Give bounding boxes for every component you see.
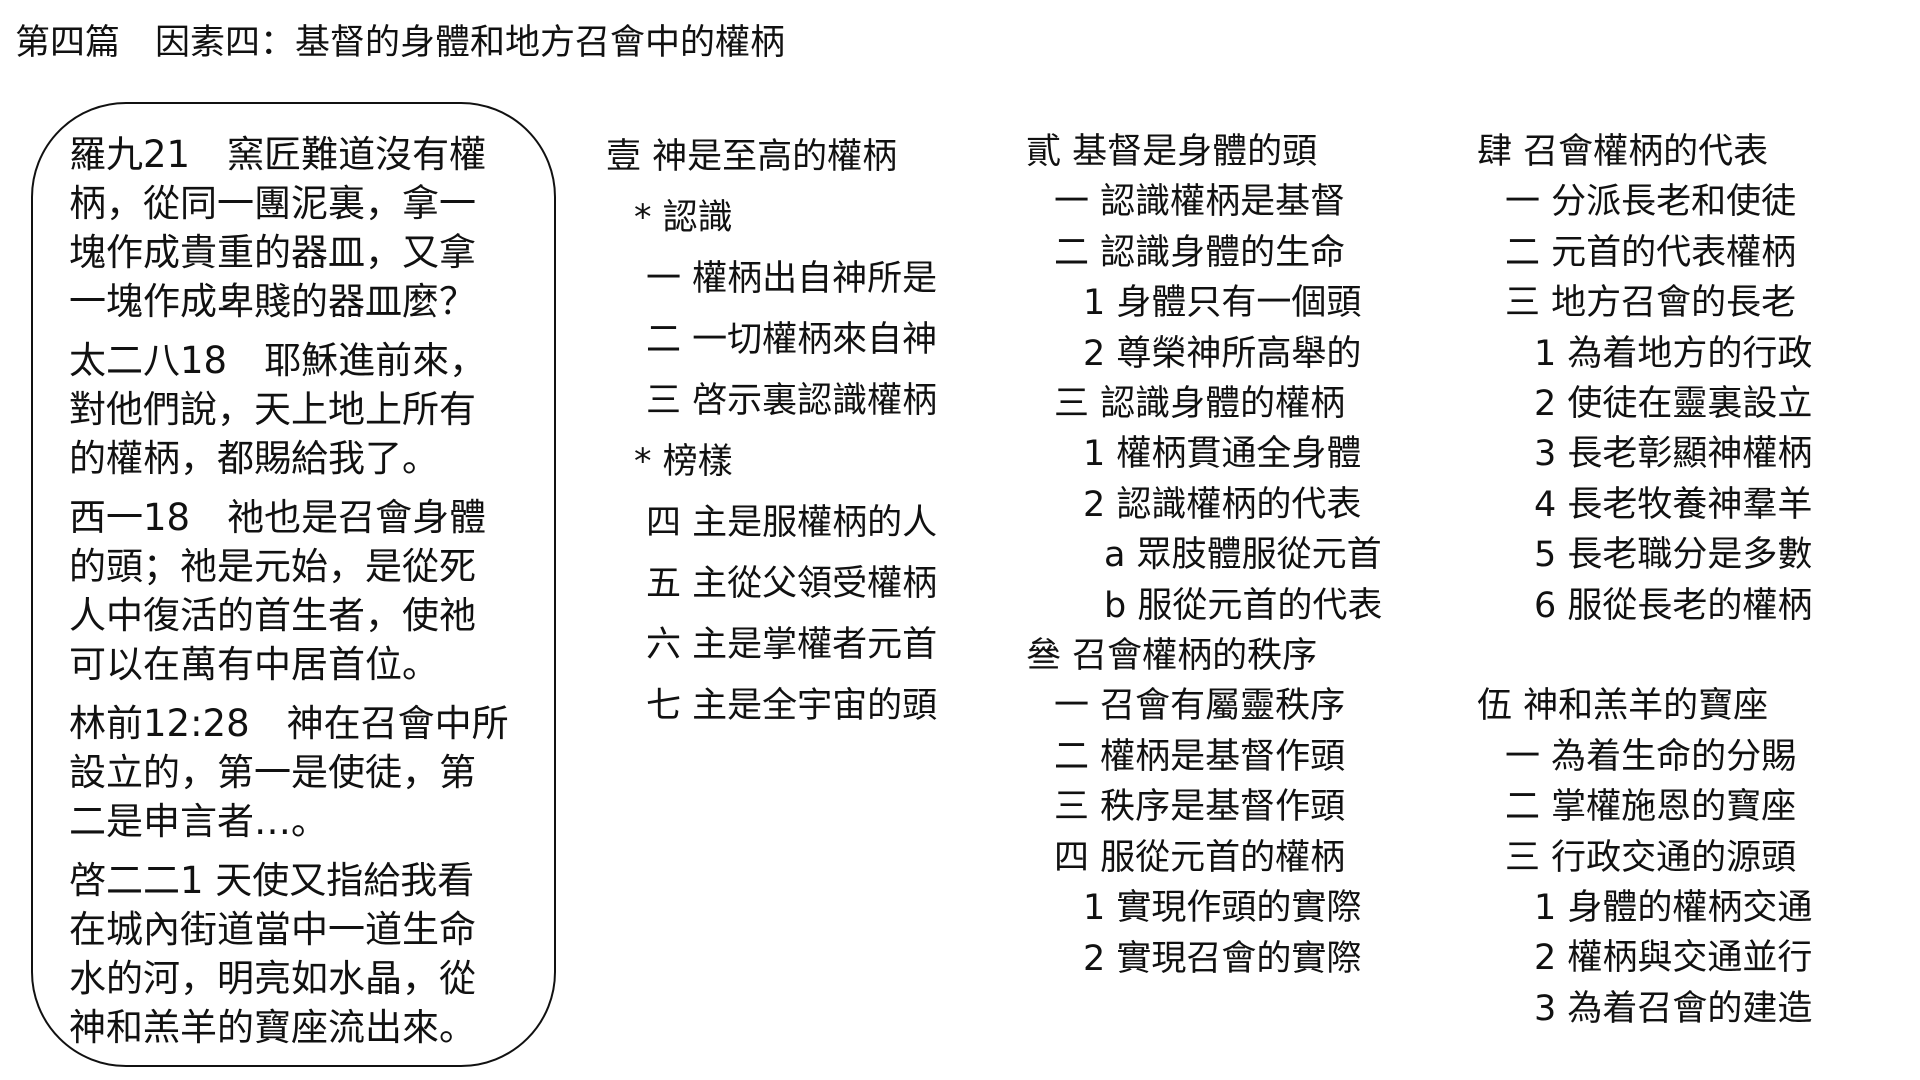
verse-paragraph: 西一18 祂也是召會身體的頭；祂是元始，是從死人中復活的首生者，使祂可以在萬有中…: [69, 493, 539, 689]
outline-column-2: 貳 基督是身體的頭一 認識權柄是基督二 認識身體的生命 1 身體只有一個頭 2 尊榮…: [1026, 127, 1382, 984]
outline-item: 1 身體的權柄交通: [1534, 888, 1813, 929]
outline-item: 3 長老彰顯神權柄: [1534, 434, 1813, 475]
verse-line: 的頭；祂是元始，是從死: [69, 545, 476, 588]
spacer: [1477, 631, 1812, 681]
outline-item: 6 服從長老的權柄: [1534, 585, 1813, 626]
verse-line: 柄，從同一團泥裏，拿一: [69, 182, 476, 225]
outline-item: 三 啓示裏認識權柄: [646, 381, 938, 421]
outline-item: 4 長老牧養神羣羊: [1534, 484, 1813, 525]
outline-item: 一 召會有屬靈秩序: [1054, 686, 1346, 727]
verse-line: 林前12:28 神在召會中所: [69, 702, 509, 745]
outline-item: 一 權柄出自神所是: [646, 259, 938, 299]
verse-line: 二是申言者…。: [69, 800, 328, 843]
outline-heading: 叄 召會權柄的秩序: [1026, 636, 1318, 677]
outline-heading: 伍 神和羔羊的寶座: [1477, 686, 1769, 727]
outline-item: 2 實現召會的實際: [1083, 938, 1362, 979]
outline-item: 六 主是掌權者元首: [646, 625, 938, 665]
outline-item: 四 主是服權柄的人: [646, 503, 938, 543]
outline-item: 3 為着召會的建造: [1534, 988, 1813, 1029]
verse-line: 在城內街道當中一道生命: [69, 908, 476, 951]
outline-column-3: 肆 召會權柄的代表一 分派長老和使徒二 元首的代表權柄三 地方召會的長老 1 為着…: [1477, 127, 1812, 1034]
verse-line: 啓二二1 天使又指給我看: [69, 859, 475, 902]
outline-item: 2 使徒在靈裏設立: [1534, 384, 1813, 425]
verse-paragraph: 太二八18 耶穌進前來， 對他們說，天上地上所有的權柄，都賜給我了。: [69, 336, 539, 483]
outline-column-1: 壹 神是至高的權柄 * 認識一 權柄出自神所是二 一切權柄來自神三 啓示裏認識權柄…: [606, 127, 937, 737]
verse-line: 西一18 祂也是召會身體: [69, 496, 487, 539]
verse-paragraph: 林前12:28 神在召會中所設立的，第一是使徒，第二是申言者…。: [69, 699, 539, 846]
outline-item: * 認識: [634, 198, 733, 238]
outline-heading: 肆 召會權柄的代表: [1477, 132, 1769, 172]
outline-item: 二 掌權施恩的寶座: [1505, 787, 1797, 828]
outline-item: 2 尊榮神所高舉的: [1083, 333, 1362, 374]
outline-item: 2 認識權柄的代表: [1083, 484, 1362, 525]
outline-item: 二 一切權柄來自神: [646, 320, 938, 360]
verse-line: 塊作成貴重的器皿，又拿: [69, 231, 476, 274]
outline-item: 一 認識權柄是基督: [1054, 182, 1346, 223]
page-title: 第四篇 因素四：基督的身體和地方召會中的權柄: [15, 23, 786, 63]
outline-item: 1 身體只有一個頭: [1083, 283, 1362, 324]
verse-line: 可以在萬有中居首位。: [69, 643, 439, 686]
verse-paragraph: 啓二二1 天使又指給我看在城內街道當中一道生命水的河，明亮如水晶，從神和羔羊的寶…: [69, 856, 539, 1052]
outline-item: 二 元首的代表權柄: [1505, 232, 1797, 273]
verse-box: [31, 102, 556, 1067]
verse-line: 對他們說，天上地上所有: [69, 388, 476, 431]
outline-item: 1 實現作頭的實際: [1083, 888, 1362, 929]
verse-line: 的權柄，都賜給我了。: [69, 437, 439, 480]
outline-item: 三 地方召會的長老: [1505, 283, 1797, 324]
outline-item: 七 主是全宇宙的頭: [646, 686, 938, 726]
outline-item: 1 為着地方的行政: [1534, 333, 1813, 374]
verse-line: 太二八18 耶穌進前來，: [69, 339, 487, 382]
outline-item: 三 行政交通的源頭: [1505, 837, 1797, 878]
outline-heading: 貳 基督是身體的頭: [1026, 132, 1318, 172]
outline-item: 二 認識身體的生命: [1054, 232, 1346, 273]
outline-item: a 眾肢體服從元首: [1104, 535, 1382, 576]
outline-item: 四 服從元首的權柄: [1054, 837, 1346, 878]
outline-item: 三 秩序是基督作頭: [1054, 787, 1346, 828]
outline-item: 1 權柄貫通全身體: [1083, 434, 1362, 475]
verse-paragraph: 羅九21 窯匠難道沒有權柄，從同一團泥裏，拿一塊作成貴重的器皿，又拿一塊作成卑賤…: [69, 130, 539, 326]
verse-line: 一塊作成卑賤的器皿麼？: [69, 280, 476, 323]
verse-line: 水的河，明亮如水晶，從: [69, 957, 476, 1000]
outline-item: b 服從元首的代表: [1104, 585, 1383, 626]
outline-item: 三 認識身體的權柄: [1054, 384, 1346, 425]
verse-line: 人中復活的首生者，使祂: [69, 594, 476, 637]
outline-item: 2 權柄與交通並行: [1534, 938, 1813, 979]
verse-line: 神和羔羊的寶座流出來。: [69, 1006, 476, 1049]
outline-item: 二 權柄是基督作頭: [1054, 736, 1346, 777]
verse-line: 設立的，第一是使徒，第: [69, 751, 476, 794]
outline-heading: 壹 神是至高的權柄: [606, 137, 898, 177]
outline-item: 一 分派長老和使徒: [1505, 182, 1797, 223]
outline-item: 5 長老職分是多數: [1534, 535, 1813, 576]
outline-item: * 榜樣: [634, 442, 733, 482]
verse-line: 羅九21 窯匠難道沒有權: [69, 133, 487, 176]
outline-item: 一 為着生命的分賜: [1505, 736, 1797, 777]
verse-list: 羅九21 窯匠難道沒有權柄，從同一團泥裏，拿一塊作成貴重的器皿，又拿一塊作成卑賤…: [69, 130, 539, 1062]
outline-item: 五 主從父領受權柄: [646, 564, 938, 604]
